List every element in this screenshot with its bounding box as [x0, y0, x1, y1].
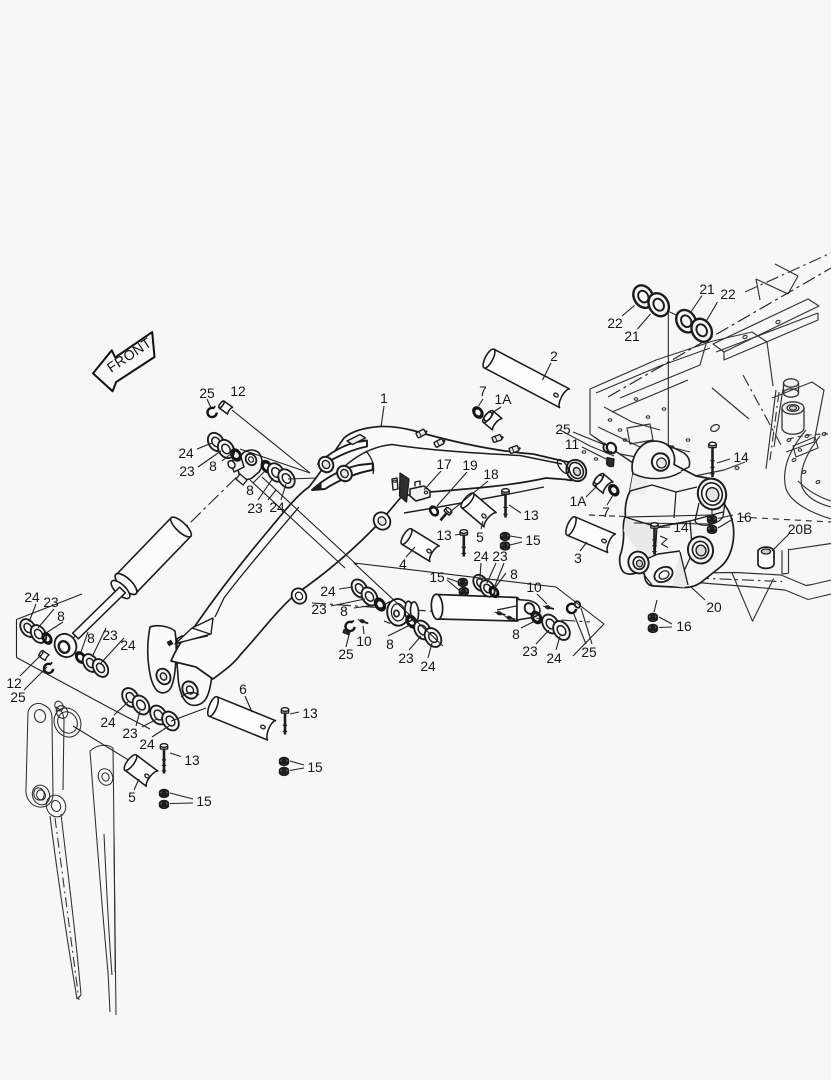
svg-text:24: 24 — [100, 715, 116, 730]
svg-text:10: 10 — [356, 634, 372, 649]
svg-text:25: 25 — [555, 422, 571, 437]
svg-text:24: 24 — [24, 590, 40, 605]
svg-text:4: 4 — [399, 557, 407, 572]
svg-text:2: 2 — [550, 349, 558, 364]
svg-text:7: 7 — [602, 505, 610, 520]
svg-text:23: 23 — [522, 644, 538, 659]
svg-text:18: 18 — [483, 467, 499, 482]
svg-text:23: 23 — [311, 602, 327, 617]
svg-text:15: 15 — [525, 533, 541, 548]
svg-text:25: 25 — [199, 386, 215, 401]
svg-text:8: 8 — [57, 609, 65, 624]
svg-text:25: 25 — [10, 690, 26, 705]
svg-text:24: 24 — [178, 446, 194, 461]
svg-text:21: 21 — [624, 329, 639, 344]
svg-text:21: 21 — [699, 282, 714, 297]
svg-text:24: 24 — [546, 651, 562, 666]
svg-text:23: 23 — [247, 501, 263, 516]
svg-text:8: 8 — [512, 627, 520, 642]
svg-text:8: 8 — [87, 631, 95, 646]
svg-text:16: 16 — [676, 619, 692, 634]
svg-text:20B: 20B — [788, 522, 813, 537]
svg-text:10: 10 — [526, 580, 542, 595]
svg-text:3: 3 — [574, 551, 582, 566]
svg-text:5: 5 — [476, 530, 484, 545]
svg-text:25: 25 — [338, 647, 354, 662]
svg-text:22: 22 — [720, 287, 735, 302]
svg-text:1A: 1A — [570, 494, 588, 509]
svg-text:16: 16 — [736, 510, 752, 525]
svg-text:15: 15 — [196, 794, 212, 809]
svg-text:23: 23 — [43, 595, 59, 610]
svg-text:7: 7 — [479, 384, 487, 399]
svg-text:11: 11 — [565, 437, 579, 452]
svg-text:19: 19 — [462, 458, 478, 473]
svg-text:13: 13 — [436, 528, 452, 543]
svg-text:8: 8 — [340, 604, 348, 619]
svg-text:24: 24 — [320, 584, 336, 599]
svg-text:23: 23 — [102, 628, 118, 643]
svg-text:13: 13 — [302, 706, 318, 721]
svg-text:23: 23 — [492, 549, 508, 564]
svg-text:8: 8 — [510, 567, 518, 582]
svg-text:13: 13 — [184, 753, 200, 768]
svg-text:5: 5 — [128, 790, 136, 805]
svg-text:23: 23 — [179, 464, 195, 479]
svg-text:23: 23 — [122, 726, 138, 741]
svg-text:25: 25 — [581, 645, 597, 660]
svg-text:1A: 1A — [495, 392, 513, 407]
svg-text:23: 23 — [398, 651, 414, 666]
svg-text:8: 8 — [246, 483, 254, 498]
svg-text:15: 15 — [429, 570, 445, 585]
svg-text:24: 24 — [139, 737, 155, 752]
svg-text:24: 24 — [120, 638, 136, 653]
svg-text:20: 20 — [706, 600, 722, 615]
svg-text:12: 12 — [6, 676, 21, 691]
svg-text:8: 8 — [386, 637, 394, 652]
svg-text:14: 14 — [673, 520, 689, 535]
svg-text:6: 6 — [239, 682, 247, 697]
svg-text:17: 17 — [436, 457, 451, 472]
svg-text:14: 14 — [733, 450, 749, 465]
svg-text:12: 12 — [230, 384, 245, 399]
svg-text:13: 13 — [523, 508, 539, 523]
svg-text:24: 24 — [420, 659, 436, 674]
svg-text:22: 22 — [607, 316, 622, 331]
svg-text:15: 15 — [307, 760, 323, 775]
svg-text:24: 24 — [269, 500, 285, 515]
svg-text:24: 24 — [473, 549, 489, 564]
svg-text:1: 1 — [380, 391, 388, 406]
svg-text:8: 8 — [209, 459, 217, 474]
